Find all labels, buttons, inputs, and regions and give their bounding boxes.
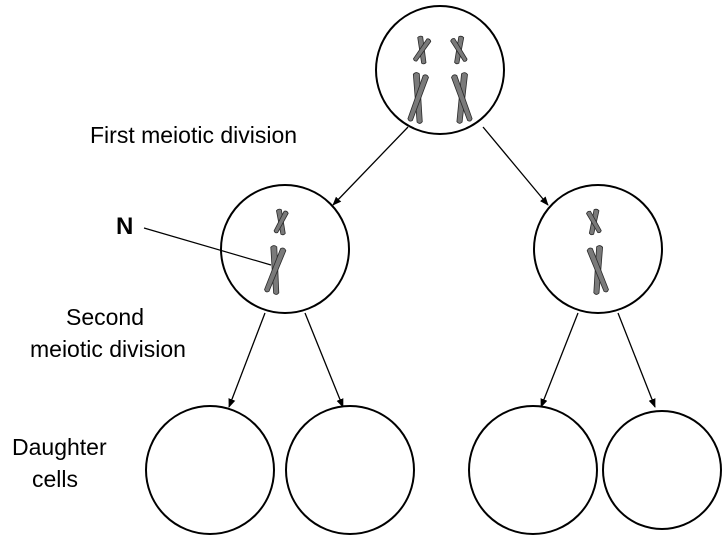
daughter-cell-4 — [602, 410, 722, 530]
right-cell-chromosome-large — [586, 245, 609, 295]
arrow-parent-to-right — [482, 126, 549, 206]
arrow-parent-to-left — [332, 126, 409, 206]
second-division-label-line1: Second — [66, 304, 144, 330]
daughter-cell-3 — [468, 405, 598, 535]
parent-chromosome-small-left — [413, 35, 432, 65]
arrow-left-to-daughter-1 — [228, 312, 266, 408]
daughter-cell-1 — [145, 405, 275, 535]
second-division-label-line2: meiotic division — [30, 336, 186, 362]
daughter-cells-label-line2: cells — [32, 466, 78, 492]
first-division-label: First meiotic division — [90, 122, 297, 148]
parent-chromosome-large-right — [451, 72, 473, 124]
left-cell-chromosome-large — [264, 245, 287, 295]
daughter-cell-2 — [285, 405, 415, 535]
parent-chromosome-small-right — [450, 35, 468, 65]
arrows — [228, 126, 656, 408]
right-cell-chromosome-small — [586, 208, 602, 236]
parent-cell — [375, 5, 505, 135]
structure-n-label: N — [116, 213, 133, 240]
daughter-cells-label-line1: Daughter — [12, 434, 107, 460]
left-cell-chromosome-small — [273, 208, 289, 236]
parent-chromosome-large-left — [407, 72, 429, 124]
arrow-right-to-daughter-3 — [540, 312, 579, 408]
arrow-left-to-daughter-2 — [304, 312, 344, 408]
arrow-right-to-daughter-4 — [617, 312, 656, 408]
n-pointer-line — [143, 227, 272, 266]
